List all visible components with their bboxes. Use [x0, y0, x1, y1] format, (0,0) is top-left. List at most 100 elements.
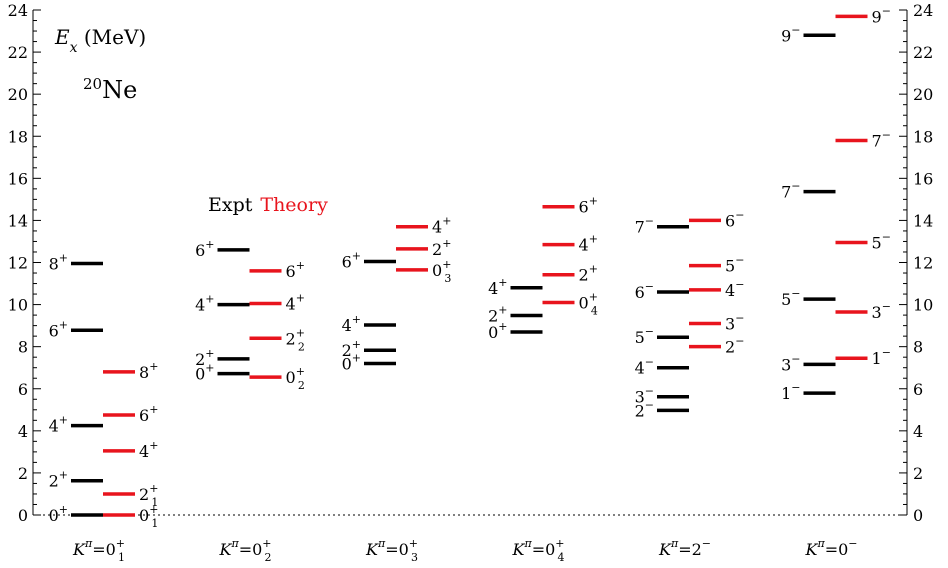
parity-sup: − — [791, 23, 800, 36]
band-label-value: =0 — [532, 540, 556, 559]
expt-level-label: 4+ — [49, 414, 68, 436]
theory-level-label: 4+ — [139, 439, 158, 461]
expt-level-label: 2+ — [49, 469, 68, 491]
expt-level-label: 3− — [635, 385, 654, 407]
theory-level-label: 0+1 — [139, 503, 158, 530]
y-tick-label-left: 22 — [8, 43, 28, 62]
spin-value: 5 — [725, 257, 735, 276]
band-label-value: =0 — [92, 540, 116, 559]
band-label-value: =2 — [678, 540, 702, 559]
spin-value: 9 — [781, 26, 791, 45]
state-index-sub: 2 — [298, 340, 305, 353]
expt-level-label: 6+ — [342, 249, 361, 271]
band-label: Kπ=0+3 — [365, 537, 418, 564]
y-tick-label-left: 10 — [8, 296, 28, 315]
band-label-k: K — [512, 540, 526, 559]
band-label-k: K — [219, 540, 233, 559]
y-tick-label-right: 4 — [913, 422, 923, 441]
y-tick-label-right: 16 — [913, 169, 933, 188]
y-tick-label-right: 6 — [913, 380, 923, 399]
band-label-k: K — [72, 540, 86, 559]
parity-sup: − — [882, 4, 891, 17]
y-tick-label-left: 16 — [8, 169, 28, 188]
parity-sup: + — [59, 503, 68, 516]
legend-theory: Theory — [260, 194, 328, 216]
theory-level-label: 0+4 — [579, 290, 598, 317]
band-label-parity: − — [702, 537, 711, 550]
parity-sup: + — [205, 238, 214, 251]
y-tick-label-right: 18 — [913, 127, 933, 146]
spin-value: 4 — [49, 417, 59, 436]
theory-level-label: 4+ — [286, 292, 305, 314]
expt-level-label: 0+ — [488, 320, 507, 342]
parity-sup: + — [589, 290, 598, 303]
theory-level-label: 7− — [872, 128, 891, 150]
spin-value: 6 — [342, 252, 352, 271]
spin-value: 4 — [139, 442, 149, 461]
y-axis-label-sub: x — [70, 40, 78, 56]
expt-level-label: 8+ — [49, 252, 68, 274]
y-tick-label-right: 20 — [913, 85, 933, 104]
y-tick-label-right: 0 — [913, 506, 923, 525]
theory-level-label: 5− — [872, 231, 891, 253]
y-tick-label-left: 2 — [18, 464, 28, 483]
parity-sup: + — [149, 439, 158, 452]
spin-value: 3 — [781, 355, 791, 374]
spin-value: 6 — [139, 406, 149, 425]
spin-value: 0 — [195, 365, 205, 384]
expt-level-label: 4+ — [488, 276, 507, 298]
parity-sup: + — [205, 347, 214, 360]
band-label-parity: − — [848, 537, 857, 550]
expt-level-label: 1− — [781, 381, 800, 403]
theory-level-label: 2+ — [579, 263, 598, 285]
band-label-parity: + — [116, 537, 125, 550]
theory-level-label: 6+ — [579, 195, 598, 217]
theory-level-label: 6− — [725, 208, 744, 230]
theory-level-label: 9− — [872, 4, 891, 26]
theory-level-label: 0+3 — [432, 258, 451, 285]
parity-sup: + — [589, 195, 598, 208]
parity-sup: − — [645, 398, 654, 411]
spin-value: 2 — [579, 266, 589, 285]
parity-sup: − — [735, 312, 744, 325]
band-label-pi: π — [670, 537, 679, 550]
band-label: Kπ=0+1 — [72, 537, 125, 564]
spin-value: 2 — [139, 485, 149, 504]
parity-sup: + — [296, 292, 305, 305]
expt-level-label: 6+ — [195, 238, 214, 260]
parity-sup: − — [645, 215, 654, 228]
theory-level-label: 8+ — [139, 360, 158, 382]
plot-frame — [32, 10, 908, 516]
parity-sup: + — [205, 293, 214, 306]
spin-value: 7 — [872, 131, 882, 150]
theory-level-label: 2− — [725, 335, 744, 357]
parity-sup: − — [735, 278, 744, 291]
y-tick-label-left: 20 — [8, 85, 28, 104]
parity-sup: − — [791, 180, 800, 193]
y-tick-label-right: 12 — [913, 254, 933, 273]
state-index-sub: 4 — [591, 304, 598, 317]
band-label-k: K — [365, 540, 379, 559]
spin-value: 2 — [195, 350, 205, 369]
parity-sup: + — [352, 338, 361, 351]
expt-level-label: 7− — [635, 215, 654, 237]
spin-value: 4 — [286, 295, 296, 314]
theory-level-label: 2+1 — [139, 482, 158, 509]
expt-level-label: 6− — [635, 280, 654, 302]
spin-value: 6 — [195, 241, 205, 260]
theory-level-label: 4+ — [579, 233, 598, 255]
band-label-index: 2 — [265, 551, 272, 564]
parity-sup: + — [149, 403, 158, 416]
spin-value: 0 — [432, 261, 442, 280]
theory-level-label: 1− — [872, 346, 891, 368]
expt-level-label: 3− — [781, 352, 800, 374]
expt-level-label: 4+ — [342, 313, 361, 335]
theory-level-label: 2+2 — [286, 326, 305, 353]
band-label-k: K — [805, 540, 819, 559]
spin-value: 1 — [872, 349, 882, 368]
expt-level-label: 9− — [781, 23, 800, 45]
parity-sup: + — [296, 326, 305, 339]
band-label-value: =0 — [385, 540, 409, 559]
parity-sup: + — [149, 503, 158, 516]
